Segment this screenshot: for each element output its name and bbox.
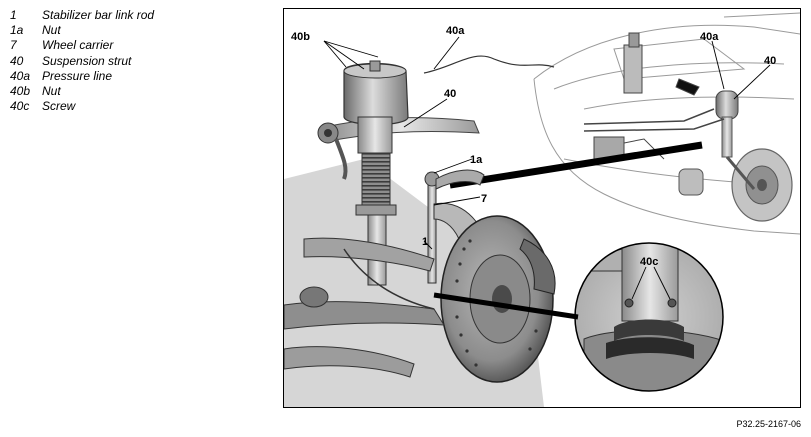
callout-40b: 40b [291,31,310,43]
lower-control-arm [284,237,445,378]
stabilizer-link-rod [424,169,485,284]
suspension-illustration: 40b 40a 40 1a 7 1 40a 40 40c [283,8,801,408]
car-strut [678,90,756,196]
legend-label: Suspension strut [42,53,132,68]
legend-label: Stabilizer bar link rod [42,8,155,22]
callout-40a: 40a [446,25,465,37]
legend-item: 40c Screw [10,99,154,114]
legend-label: Nut [42,23,61,38]
callout-1: 1 [422,236,428,248]
callout-1a: 1a [470,154,483,166]
air-suspension-strut [343,60,409,286]
legend-label: Wheel carrier [42,38,114,53]
legend-item: 40a Pressure line [10,69,154,84]
brake-disc [440,215,556,383]
legend-label: Screw [42,99,76,114]
legend-label: Nut [42,83,61,98]
callout-40-inset: 40 [764,55,776,67]
car-wheel [731,148,793,222]
legend-code: 1 [10,8,17,22]
legend-code: 40a [10,68,31,83]
figure-reference: P32.25-2167-06 [736,419,801,429]
legend-code: 40b [10,83,31,98]
legend-code: 1a [10,23,24,38]
pressure-line [423,55,555,74]
suspension-drawing: 40b 40a 40 1a 7 1 40a 40 40c [284,9,800,407]
legend-item: 1a Nut [10,23,154,38]
legend-label: Pressure line [42,68,113,83]
callout-40: 40 [444,88,456,100]
inset-pointer-line [433,292,579,320]
callout-7: 7 [481,193,487,205]
legend-code: 40c [10,99,30,114]
legend-code: 7 [10,38,17,53]
legend-item: 1 Stabilizer bar link rod [10,8,154,23]
car-engine [583,32,725,160]
callout-40c: 40c [640,256,658,268]
callout-leaders [323,36,771,300]
legend-item: 40 Suspension strut [10,54,154,69]
legend-code: 40 [10,53,24,68]
legend-item: 40b Nut [10,84,154,99]
callout-40a-inset: 40a [700,31,719,43]
legend-item: 7 Wheel carrier [10,38,154,53]
